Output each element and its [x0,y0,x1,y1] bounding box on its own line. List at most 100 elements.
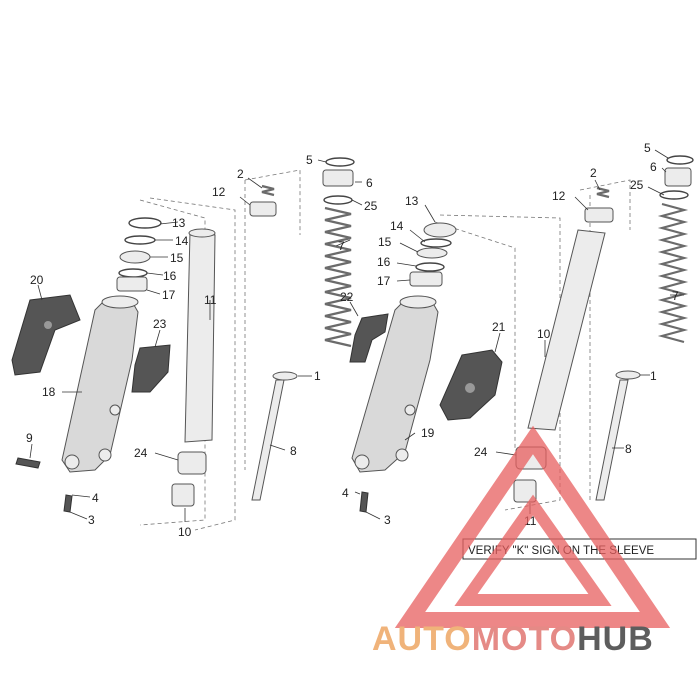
right-callout-11: 10 [537,327,551,341]
left-callout-23: 23 [153,317,167,331]
left-callout-1: 1 [314,369,321,383]
right-callout-25: 25 [630,178,644,192]
left-callout-20: 20 [30,273,44,287]
right-seal-13 [423,222,457,238]
right-fork-assembly: 13 14 15 16 17 22 21 19 4 3 10 12 2 5 6 … [340,141,694,528]
watermark-text: AUTOMOTOHUB [372,620,654,658]
watermark-auto: AUTO [372,620,472,658]
left-callout-11: 11 [204,293,217,307]
right-slider-boss [404,404,416,416]
left-cap-6 [322,169,354,187]
right-buffer-10 [513,479,537,503]
right-slider-lug [395,448,409,462]
right-callout-19: 19 [421,426,435,440]
right-bush-17 [409,271,443,287]
left-slider-lug [98,448,112,462]
left-callout-9: 9 [26,431,33,445]
right-callout-14: 14 [390,219,404,233]
right-callout-15: 15 [378,235,392,249]
right-callout-24: 24 [474,445,488,459]
left-stanchion-11 [184,231,216,443]
right-rod-8 [595,379,629,501]
watermark-moto: MOTO [472,620,577,658]
watermark-triangle-inner [454,494,612,606]
left-callout-15: 15 [170,251,184,265]
right-spring-7 [657,202,689,344]
left-callout-3: 3 [88,513,95,527]
right-callout-8: 8 [625,442,632,456]
right-callout-5: 5 [644,141,651,155]
left-ring-14 [124,235,156,245]
left-seal-13 [128,217,162,229]
left-callout-10: 10 [178,525,192,539]
left-bush-15 [119,250,151,264]
right-cap-2 [596,186,610,199]
right-slider-top [399,295,437,309]
left-callout-2: 2 [237,167,244,181]
right-callout-21: 21 [492,320,506,334]
left-buffer-10 [171,483,195,507]
left-spring-7 [324,206,352,348]
left-screw-9 [15,457,41,469]
right-clip-16 [415,262,445,272]
right-cap-6 [664,167,692,187]
watermark-hub: HUB [577,620,654,658]
left-fork-assembly: 13 14 15 16 17 20 23 18 9 4 3 11 12 2 5 … [11,153,378,539]
left-bush-24 [177,451,207,475]
left-bracket-hole [44,321,52,329]
watermark-triangle-outer [394,425,671,628]
right-guide-top [579,179,631,230]
left-callout-12: 12 [212,185,226,199]
right-callout-12: 12 [552,189,566,203]
left-callout-7: 7 [338,239,345,253]
left-callout-16: 16 [163,269,177,283]
right-callout-2: 2 [590,166,597,180]
right-oring-5 [666,155,694,165]
left-slider-boss [109,404,121,416]
right-callout-16: 16 [377,255,391,269]
left-bracket-20 [11,294,81,376]
left-callout-25: 25 [364,199,378,213]
right-callout-4: 4 [342,486,349,500]
left-oring-5 [325,157,355,167]
left-callout-17: 17 [162,288,176,302]
left-cap-2 [261,184,275,197]
right-slider-axle-hole [354,454,370,470]
right-bracket-22 [349,313,389,363]
left-slider-axle-hole [64,454,80,470]
right-callout-22: 22 [340,290,354,304]
right-bush-15 [416,247,448,259]
left-piston-1 [272,371,298,381]
right-callout-13: 13 [405,194,419,208]
left-callout-6: 6 [366,176,373,190]
left-callout-13: 13 [172,216,186,230]
right-ring-14 [420,238,452,248]
left-callout-24: 24 [134,446,148,460]
right-callout-3: 3 [384,513,391,527]
left-callout-5: 5 [306,153,313,167]
right-callout-1: 1 [650,369,657,383]
right-screw-3 [359,491,369,513]
right-washer-25 [659,190,689,200]
left-callout-4: 4 [92,491,99,505]
left-callout-14: 14 [175,234,189,248]
left-callout-18: 18 [42,385,56,399]
left-bush-17 [116,276,148,292]
left-bush-12 [249,201,277,217]
left-slider-18 [61,297,139,473]
left-callout-8: 8 [290,444,297,458]
left-stanchion-top [188,228,216,238]
right-stanchion-11 [527,229,606,431]
left-guide-inner [149,197,236,531]
left-clip-16 [118,268,148,278]
svg-text:AUTOMOTOHUB: AUTOMOTOHUB [372,620,654,658]
left-slider-top [101,295,139,309]
left-washer-25 [323,195,353,205]
right-callout-7: 7 [672,289,679,303]
left-screw-3 [63,494,73,513]
right-callout-17: 17 [377,274,391,288]
right-guide-inner [434,221,516,450]
right-callout-6: 6 [650,160,657,174]
left-bracket-23 [131,344,171,393]
